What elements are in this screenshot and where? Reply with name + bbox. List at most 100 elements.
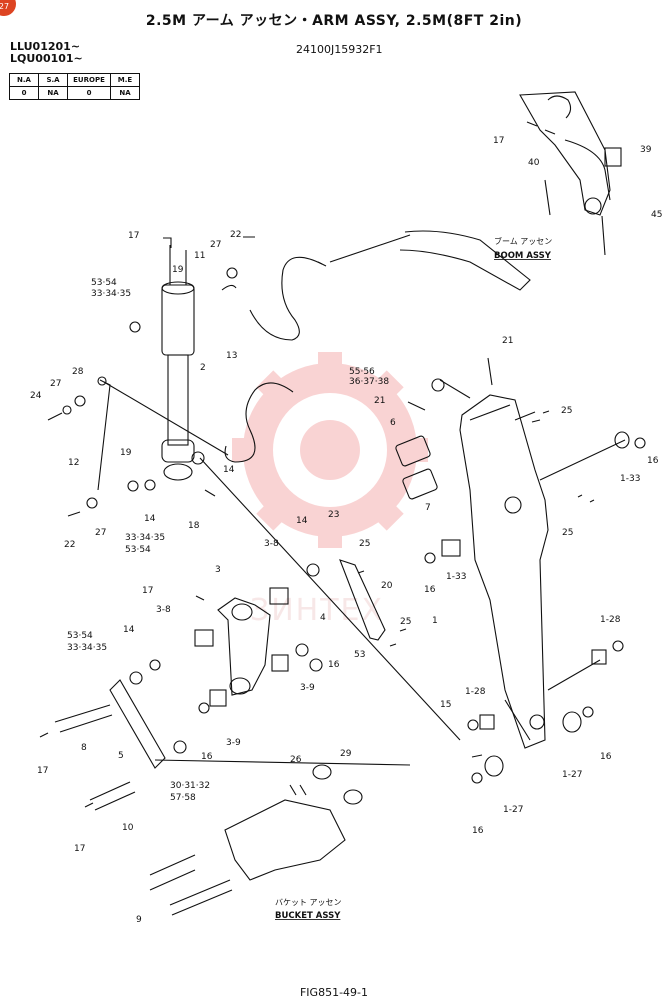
pin-8: [54, 704, 113, 733]
callout-label: 22: [230, 230, 241, 240]
cylinder-head: [161, 284, 195, 356]
washer: [149, 659, 161, 671]
pin-7: [402, 468, 438, 500]
elbow-11: [221, 284, 237, 291]
callout-label: 6: [390, 418, 396, 428]
boom-assy-en: BOOM ASSY: [494, 251, 552, 261]
leader: [199, 457, 461, 741]
boom-assy-outline: [399, 230, 531, 291]
washer: [62, 405, 72, 415]
hose-end: [317, 261, 327, 267]
callout-label: 17: [74, 844, 85, 854]
callout-label: 16: [328, 660, 340, 670]
washer: [144, 479, 156, 491]
watermark-logo: ЗИНТЕХ: [232, 352, 428, 628]
callout-label: 17: [128, 231, 139, 241]
callout-label: 17: [37, 766, 48, 776]
washer: [471, 772, 483, 784]
callout-label: 40: [528, 158, 540, 168]
pin-6: [395, 435, 431, 467]
boom-edge: [544, 179, 551, 216]
callout-label: 24: [30, 391, 42, 401]
cylinder-rod: [167, 354, 189, 446]
bolts: [47, 236, 493, 517]
callout-label: 23: [328, 510, 339, 520]
washer: [424, 552, 436, 564]
callout-label: 57·58: [170, 793, 196, 803]
rod-pin-boss: [163, 463, 193, 481]
callout-label: 3: [215, 565, 221, 575]
callout-label: 26: [290, 755, 302, 765]
washer: [467, 719, 479, 731]
serial-2: LQU00101~: [10, 52, 83, 65]
callout-label: 53·54: [91, 278, 117, 288]
callout-label: 28: [72, 367, 84, 377]
hose-upper: [249, 256, 323, 341]
callout-label: 3-9: [226, 738, 241, 748]
boom-edge: [601, 215, 606, 256]
leader: [329, 234, 411, 263]
bushing-1-28: [591, 649, 607, 665]
arm-edge: [469, 404, 511, 421]
callout-label: 16: [647, 456, 659, 466]
washer: [612, 640, 624, 652]
callout-label: 55·56: [349, 367, 375, 377]
callout-label: 25: [400, 617, 411, 627]
callout-label: 19: [172, 265, 184, 275]
callout-label: 12: [68, 458, 79, 468]
callout-label: 45: [651, 210, 662, 220]
callout-label: 13: [226, 351, 237, 361]
washer: [431, 378, 445, 392]
callout-label: 11: [194, 251, 205, 261]
arm-body: [459, 394, 549, 749]
callout-label: 27: [210, 240, 221, 250]
link-3-boss: [231, 603, 253, 621]
washer: [306, 563, 320, 577]
bucket-assy-jp: バケット アッセン: [275, 898, 342, 907]
pin-10: [89, 781, 136, 811]
arm-bushing: [504, 496, 522, 514]
callout-label: 16: [424, 585, 436, 595]
callout-label: 39: [640, 145, 652, 155]
tube-end: [97, 376, 107, 386]
callout-label: 16: [472, 826, 484, 836]
leader: [539, 439, 626, 481]
callout-label: 7: [425, 503, 431, 513]
leader: [439, 379, 471, 399]
link-3: [217, 597, 271, 696]
grease-hose-39: [564, 139, 611, 201]
bushing-1-27: [562, 711, 582, 733]
washer: [191, 451, 205, 465]
washer: [634, 437, 646, 449]
callout-label: 18: [188, 521, 200, 531]
bushing-1-27: [484, 755, 504, 777]
washer: [129, 321, 141, 333]
grease-nipple-17: [39, 732, 49, 738]
washer: [86, 497, 98, 509]
callout-label: 1-28: [600, 615, 621, 625]
callout-label: 9: [136, 915, 142, 925]
cylinder-rod-eye: [161, 439, 195, 463]
callout-label: 10: [122, 823, 134, 833]
bushing-1-28: [479, 714, 495, 730]
callout-label: 25: [359, 539, 370, 549]
callout-label: 4: [320, 613, 326, 623]
callout-label: 22: [64, 540, 75, 550]
grease-fittings: [526, 121, 556, 135]
serial-range: LLU01201~ LQU00101~: [10, 41, 83, 65]
bushing-3-9: [271, 654, 289, 672]
callout-label: 25: [562, 528, 573, 538]
callout-label: 20: [381, 581, 393, 591]
callout-label: 16: [201, 752, 213, 762]
clip-39: [604, 147, 622, 167]
grease-tube-12: [97, 379, 111, 491]
washer: [173, 740, 187, 754]
callout-label: 2: [200, 363, 206, 373]
callout-label: 33·34·35: [67, 643, 107, 653]
callout-label: 33·34·35: [91, 289, 131, 299]
callout-label: 3-8: [264, 539, 279, 549]
washer: [127, 480, 139, 492]
callout-label: 14: [144, 514, 156, 524]
part-number: 24100J15932F1: [296, 43, 383, 56]
